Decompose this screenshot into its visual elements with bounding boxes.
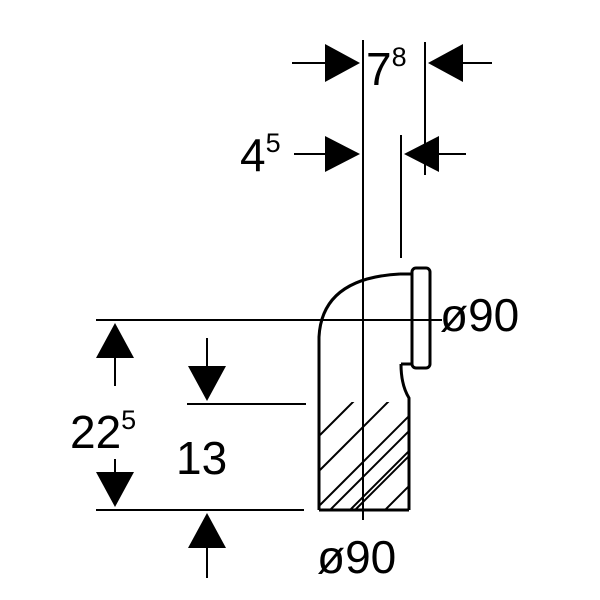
pipe-bend [317, 266, 432, 512]
left-arrows [96, 323, 226, 548]
pipe-inner-wall [399, 363, 411, 510]
centre-lines [300, 40, 442, 520]
arrow-left-icon [428, 44, 463, 82]
dimension-labels: 78 45 225 13 ø90 ø90 [70, 42, 519, 583]
arrow-up-icon [96, 323, 134, 358]
straight-height-label: 13 [176, 432, 227, 484]
arrow-down-icon [96, 472, 134, 507]
section-hatching [319, 402, 409, 510]
arrow-up-icon [188, 513, 226, 548]
collar-connector [400, 272, 412, 366]
outlet-diameter-label: ø90 [440, 289, 519, 341]
arrow-left-icon [404, 136, 439, 172]
top-dimension-lines [292, 42, 492, 258]
left-dimension-lines [96, 319, 306, 578]
top-width-label: 78 [366, 42, 407, 95]
outlet-collar [410, 266, 432, 370]
total-height-label: 225 [70, 405, 136, 458]
inner-width-label: 45 [240, 128, 281, 181]
pipe-outer-wall [317, 272, 401, 510]
arrow-down-icon [188, 366, 226, 401]
arrow-right-icon [325, 136, 360, 172]
arrow-right-icon [325, 44, 360, 82]
top-arrows [325, 44, 463, 172]
inlet-diameter-label: ø90 [317, 531, 396, 583]
